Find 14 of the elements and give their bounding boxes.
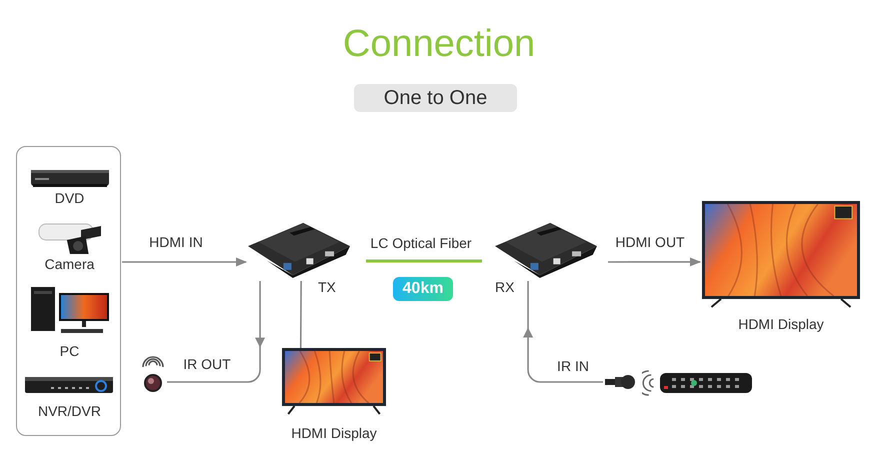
device-label: PC <box>58 343 80 359</box>
device-label: RX <box>495 279 514 295</box>
edge-label: IR IN <box>555 358 591 374</box>
device-label: HDMI Display <box>737 316 825 332</box>
device-label: NVR/DVR <box>36 403 102 419</box>
device-panel <box>16 146 121 436</box>
edge-label: HDMI IN <box>147 234 205 250</box>
device-label: TX <box>318 279 336 295</box>
title: Connection <box>342 22 536 66</box>
device-label: Camera <box>44 256 96 272</box>
distance-badge: 40km <box>393 277 453 301</box>
device-label: HDMI Display <box>290 425 378 441</box>
device-label: DVD <box>54 190 86 206</box>
subtitle: One to One <box>354 84 517 112</box>
